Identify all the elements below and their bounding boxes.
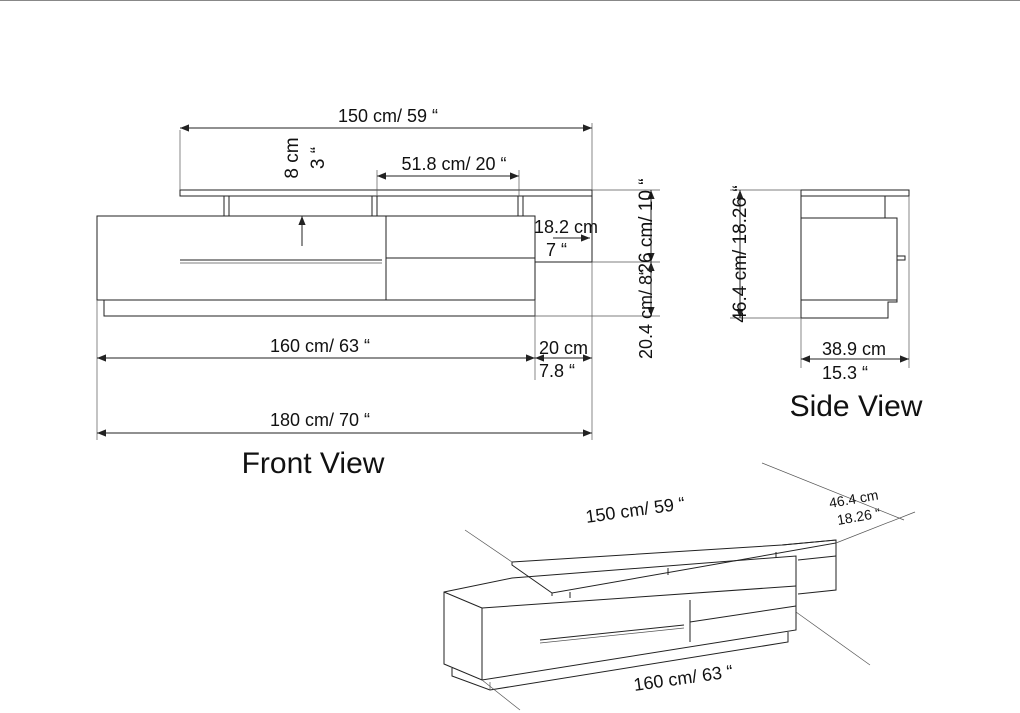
cabinet-plinth [103, 299, 536, 317]
dim-top-width: 150 cm/ 59 “ [338, 106, 438, 126]
side-view: 46.4 cm/ 18.26 “ 38.9 cm 15.3 “ Side Vie… [730, 185, 923, 423]
dim-shelf-gap-cm: 18.2 cm [534, 217, 598, 237]
side-dim-height: 46.4 cm/ 18.26 “ [730, 185, 751, 322]
iso-drawer-handle [539, 624, 685, 641]
side-dim-depth-in: 15.3 “ [822, 363, 868, 383]
iso-top-shelf [511, 539, 837, 594]
front-view: 150 cm/ 59 “ 8 cm 3 “ 51.8 cm/ 20 “ 18.2… [96, 106, 660, 480]
side-view-title: Side View [790, 390, 923, 423]
isometric-view: 150 cm/ 59 “ 46.4 cm 18.26 “ 160 cm/ 63 … [443, 462, 916, 711]
side-top-board [800, 189, 910, 197]
dim-offset-in: 7.8 “ [539, 361, 575, 381]
iso-dim-height-in: 18.26 “ [836, 505, 882, 528]
dim-base-width: 160 cm/ 63 “ [270, 336, 370, 356]
front-view-title: Front View [242, 447, 385, 480]
dim-top-thickness-in: 3 “ [308, 147, 329, 169]
dim-top-thickness-cm: 8 cm [282, 137, 303, 178]
dim-total-width: 180 cm/ 70 “ [270, 410, 370, 430]
top-shelf-post [371, 195, 378, 217]
dim-base-height: 20.4 cm/ 8“ [636, 269, 656, 359]
top-shelf-post [517, 195, 524, 217]
side-dim-depth-cm: 38.9 cm [822, 339, 886, 359]
dim-offset-cm: 20 cm [539, 338, 588, 358]
iso-dim-top: 150 cm/ 59 “ [584, 493, 686, 527]
dim-shelf-height: 26 cm/ 10 “ [636, 178, 657, 273]
top-shelf-board [179, 189, 593, 197]
dim-top-gap: 51.8 cm/ 20 “ [401, 154, 506, 174]
top-shelf-post [223, 195, 230, 217]
dim-shelf-gap-in: 7 “ [546, 240, 567, 260]
iso-cabinet-body [443, 555, 797, 681]
iso-dim-base: 160 cm/ 63 “ [632, 661, 734, 695]
